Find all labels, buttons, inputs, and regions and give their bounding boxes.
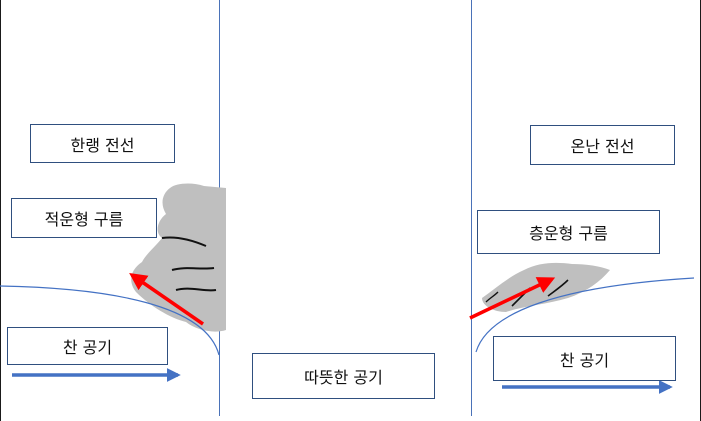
cloud-stroke-3: [175, 287, 217, 292]
cloud-stroke-1: [161, 236, 207, 247]
cold-front-cold-air-label: 찬 공기: [7, 327, 168, 365]
cold-front-boundary: [0, 285, 220, 356]
warm-front-title: 온난 전선: [530, 125, 675, 165]
frame-left-edge: [0, 0, 1, 421]
cloud-stroke-2: [171, 267, 215, 271]
cold-front-title: 한랭 전선: [30, 124, 175, 163]
cloud-stroke-6: [485, 291, 499, 303]
panel-divider-right: [471, 0, 472, 416]
warm-front-cold-air-label: 찬 공기: [493, 336, 676, 381]
cumulus-cloud-label: 적운형 구름: [11, 198, 157, 238]
warm-front-rising-air-arrow: [469, 277, 556, 320]
cumulus-cloud: [131, 183, 226, 332]
warm-front-boundary: [475, 277, 695, 353]
stratus-cloud-label: 층운형 구름: [477, 210, 660, 254]
warm-air-label: 따뜻한 공기: [252, 353, 435, 399]
cloud-stroke-5: [547, 279, 569, 297]
cold-front-rising-air-arrow: [129, 273, 204, 326]
